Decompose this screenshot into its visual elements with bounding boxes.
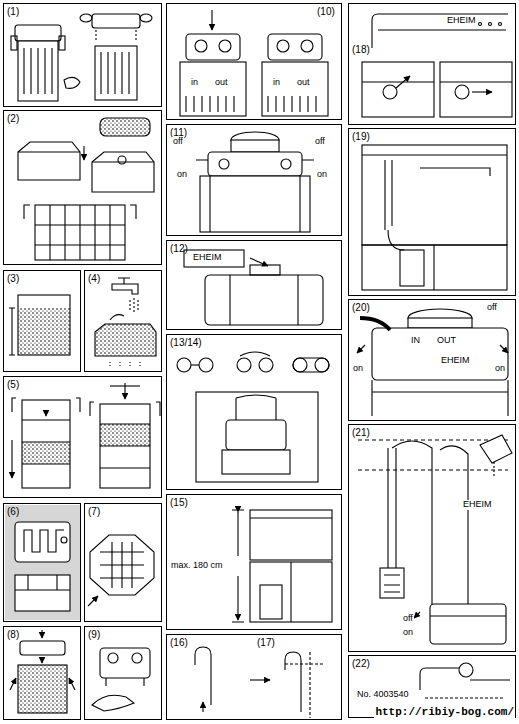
step-panel: (8) [3, 626, 81, 720]
part-label: on [494, 364, 506, 374]
step-number: (1) [7, 6, 19, 17]
step-panel: (10) [166, 3, 342, 120]
step-number: (7) [88, 506, 100, 517]
step-panel: (18) [348, 3, 516, 125]
step-panel: (13/14) [166, 334, 342, 490]
part-label: off [314, 137, 326, 147]
step-panel: (4) [84, 270, 162, 372]
part-label: off [486, 303, 498, 313]
step-panel: (7) [84, 503, 162, 622]
spray-bar-figure [362, 14, 512, 117]
part-label: EHEIM [440, 356, 471, 366]
step-panel: (16) (17) [166, 634, 342, 720]
panel-ground [5, 505, 80, 620]
heater-figure [15, 522, 70, 611]
filter-open-figure [11, 14, 152, 101]
part-label: out [214, 78, 229, 88]
filter-trays-figure [18, 118, 154, 260]
step-number: (3) [7, 273, 19, 284]
watermark: http://ribiy-bog.com/ [374, 706, 515, 718]
canister-layers-figure [12, 383, 160, 488]
step-panel: (6) [3, 503, 81, 622]
part-label: max. 180 cm [170, 561, 224, 571]
step-panel: (5) [3, 376, 162, 498]
adapter-connect-figure [357, 309, 508, 416]
step-number: (4) [88, 273, 100, 284]
step-number: (5) [7, 379, 19, 390]
part-label: EHEIM [192, 253, 223, 263]
step-number: (15) [170, 497, 188, 508]
part-label: on [176, 170, 188, 180]
step-panel: (3) [3, 270, 81, 372]
step-number: (2) [7, 113, 19, 124]
part-label: on [402, 628, 414, 638]
part-label: on [316, 170, 328, 180]
part-label: EHEIM [446, 16, 477, 26]
adapter-parts-figure [177, 352, 329, 482]
step-panel: (1) [3, 3, 162, 107]
step-number: (20) [352, 302, 370, 313]
closing-figure [10, 630, 75, 713]
hose-adapter-figure [184, 250, 323, 325]
aquarium-setup-figure [362, 145, 507, 290]
step-panel: (2) [3, 110, 162, 265]
step-panel: (20) [348, 299, 516, 421]
part-label: out [296, 78, 311, 88]
part-label: No. 4003540 [356, 690, 410, 700]
aquarium-height-figure [232, 510, 332, 622]
part-label: in [272, 78, 281, 88]
filter-heads-figure [180, 10, 328, 116]
part-label: in [190, 78, 199, 88]
step-number: (13/14) [170, 337, 202, 348]
step-number: (12) [170, 243, 188, 254]
part-label: IN [410, 336, 421, 346]
step-number: (6) [7, 506, 19, 517]
step-number: (21) [352, 427, 370, 438]
step-number: (17) [257, 637, 275, 648]
part-label: OUT [436, 336, 457, 346]
step-number: (10) [317, 6, 335, 17]
step-number: (16) [170, 637, 188, 648]
rinsing-figure [95, 278, 156, 367]
step-panel: (9) [84, 626, 162, 720]
step-panel: (21) [348, 424, 516, 652]
step-panel: (19) [348, 128, 516, 296]
part-label: off [402, 614, 414, 624]
valve-unit-figure [92, 648, 150, 711]
part-label: EHEIM [462, 500, 493, 510]
filter-media-figure [9, 295, 70, 355]
filter-head-switch-figure [196, 132, 314, 232]
step-number: (19) [352, 131, 370, 142]
step-number: (18) [352, 44, 370, 55]
priming-figure [358, 435, 512, 644]
step-number: (22) [352, 658, 370, 669]
intake-pipe-figure [195, 647, 325, 718]
pipe-set-figure [420, 663, 510, 698]
filter-lid-figure [88, 535, 154, 606]
part-label: on [352, 364, 364, 374]
step-number: (9) [88, 629, 100, 640]
step-number: (8) [7, 629, 19, 640]
part-label: off [172, 137, 184, 147]
